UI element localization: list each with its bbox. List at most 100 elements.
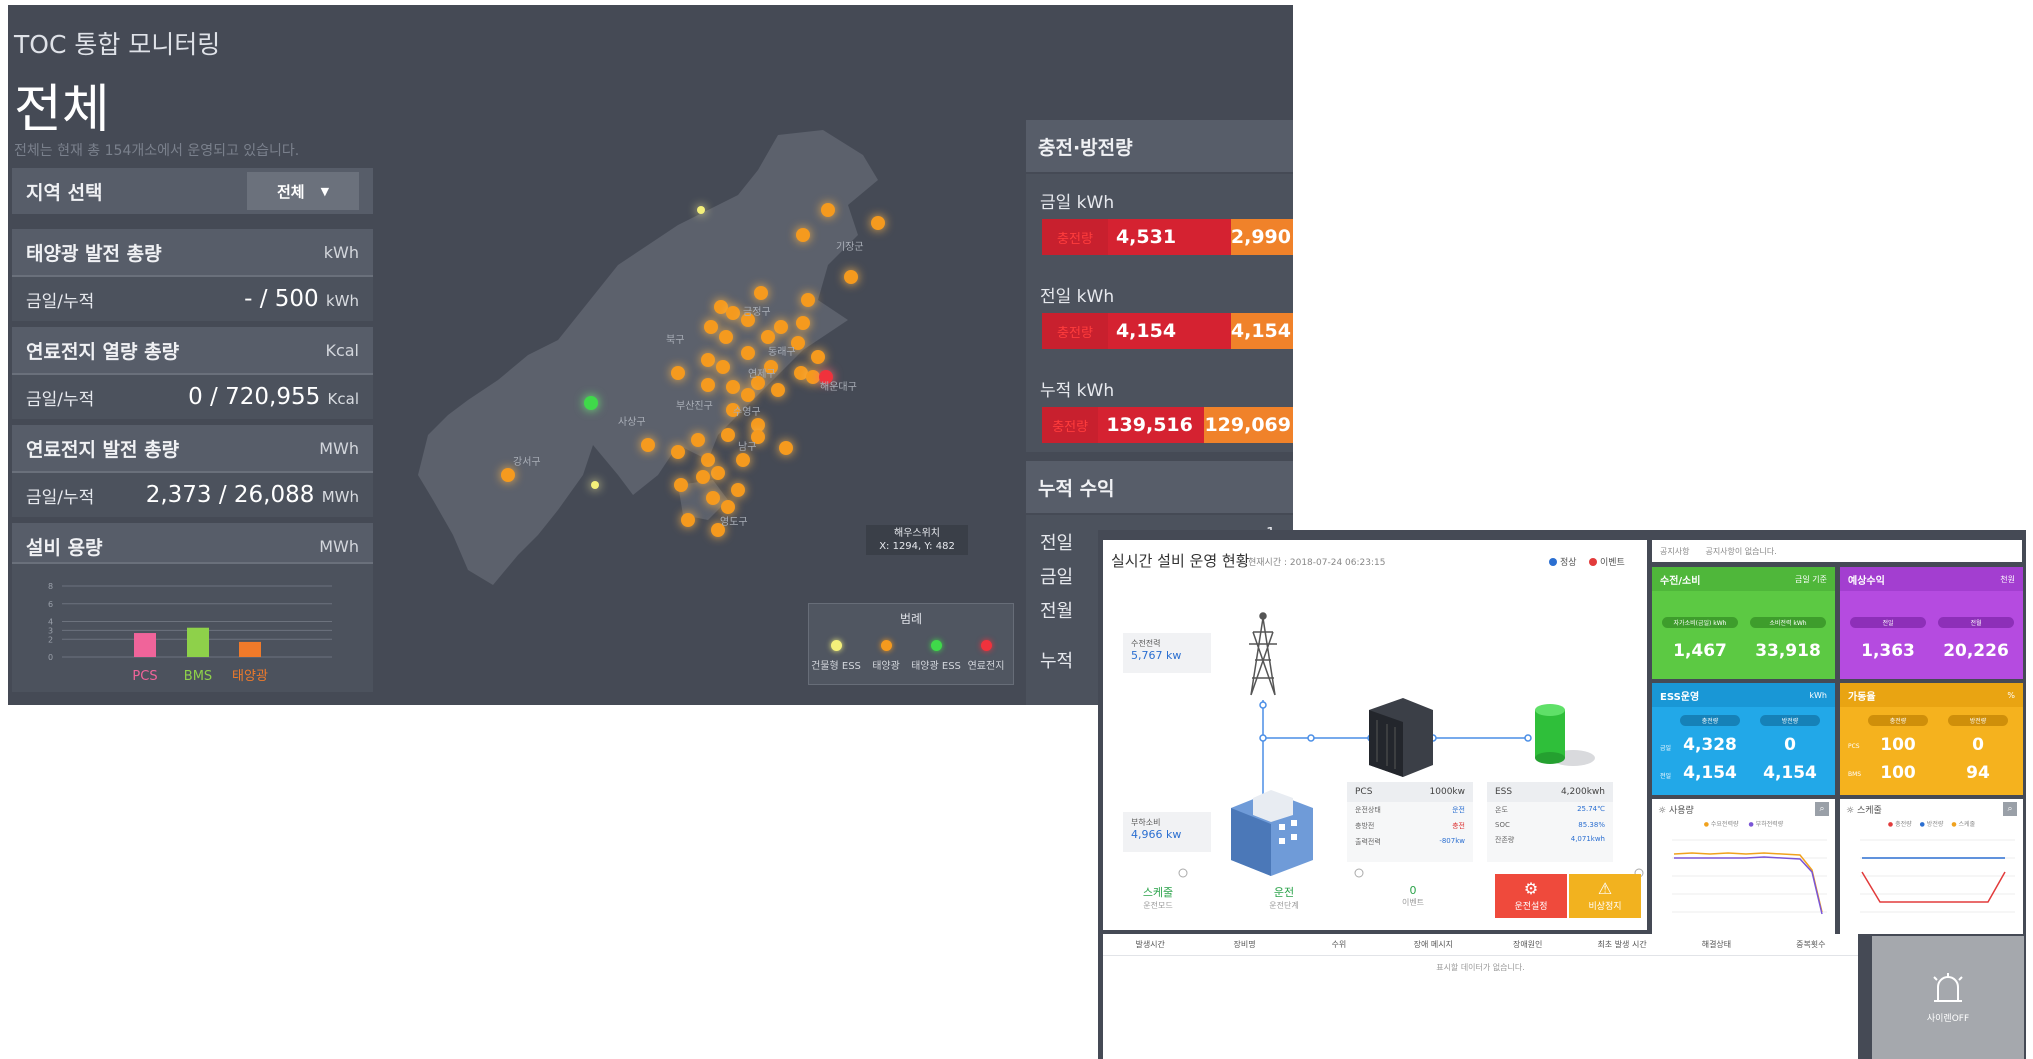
solar-site-marker[interactable] xyxy=(796,228,810,242)
solar-site-marker[interactable] xyxy=(871,216,885,230)
solar-site-marker[interactable] xyxy=(741,346,755,360)
solar-site-marker[interactable] xyxy=(726,380,740,394)
charge-tag: 충전량 xyxy=(1042,313,1108,349)
solar-site-marker[interactable] xyxy=(794,366,808,380)
solar-site-marker[interactable] xyxy=(796,316,810,330)
solar-site-marker[interactable] xyxy=(501,468,515,482)
solar-site-marker[interactable] xyxy=(704,320,718,334)
zoom-icon[interactable]: ⌕ xyxy=(1815,802,1829,816)
solar-site-marker[interactable] xyxy=(741,388,755,402)
consumption-value: 33,918 xyxy=(1755,641,1821,661)
solar-site-marker[interactable] xyxy=(721,500,735,514)
solar-site-marker[interactable] xyxy=(719,330,733,344)
district-label: 사상구 xyxy=(618,416,646,428)
solar-site-marker[interactable] xyxy=(726,403,740,417)
solar-site-marker[interactable] xyxy=(736,453,750,467)
legend-abnormal: 이벤트 xyxy=(1589,555,1625,568)
solar-site-marker[interactable] xyxy=(821,203,835,217)
zoom-icon[interactable]: ⌕ xyxy=(2003,802,2017,816)
solar-site-marker[interactable] xyxy=(711,466,725,480)
legend-item-solar: 태양광 xyxy=(861,640,911,672)
building-ess-marker[interactable] xyxy=(697,206,705,214)
solar-site-marker[interactable] xyxy=(701,353,715,367)
row-label: 금일 xyxy=(1660,745,1672,752)
solar-site-marker[interactable] xyxy=(761,330,775,344)
chart-y-tick: 8 xyxy=(48,582,53,591)
chart-category-label: PCS xyxy=(132,669,157,684)
solar-site-marker[interactable] xyxy=(771,383,785,397)
solar-site-marker[interactable] xyxy=(844,270,858,284)
solar-site-marker[interactable] xyxy=(806,370,820,384)
table-empty-message: 표시할 데이터가 없습니다. xyxy=(1436,963,1525,972)
solar-site-marker[interactable] xyxy=(671,366,685,380)
solar-ess-marker[interactable] xyxy=(584,396,598,410)
solar-site-marker[interactable] xyxy=(764,360,778,374)
tooltip-name: 해우스위치 xyxy=(894,528,940,539)
map-tooltip: 해우스위치 X: 1294, Y: 482 xyxy=(866,525,968,555)
solar-site-marker[interactable] xyxy=(714,300,728,314)
solar-site-marker[interactable] xyxy=(711,523,725,537)
revenue-prev-day: 전일 xyxy=(1040,533,1074,554)
map-island xyxy=(678,480,728,520)
solar-site-marker[interactable] xyxy=(779,441,793,455)
ess-name: ESS xyxy=(1495,787,1513,797)
solar-site-marker[interactable] xyxy=(801,293,815,307)
rate-pcs-charge: 100 xyxy=(1880,735,1916,755)
solar-site-marker[interactable] xyxy=(706,491,720,505)
fuel-power-value: 2,373 / 26,088 xyxy=(145,482,315,508)
rate-bms-charge: 100 xyxy=(1880,763,1916,783)
solar-site-marker[interactable] xyxy=(696,470,710,484)
map-legend: 범례 건물형 ESS 태양광 태양광 ESS 연료전지 xyxy=(808,603,1014,685)
building-ess-marker[interactable] xyxy=(591,481,599,489)
realtime-dashboard: 실시간 설비 운영 현황 현재시간 : 2018-07-24 06:23:15 … xyxy=(1098,530,2026,1059)
solar-site-marker[interactable] xyxy=(641,438,655,452)
status-dot-icon xyxy=(1589,558,1597,566)
solar-site-marker[interactable] xyxy=(701,378,715,392)
solar-site-marker[interactable] xyxy=(701,453,715,467)
solar-site-marker[interactable] xyxy=(726,306,740,320)
charge-total-label: 누적 kWh xyxy=(1040,381,1115,401)
discharge-today-value: 2,990 xyxy=(1230,219,1293,255)
region-dropdown[interactable]: 전체 ▼ xyxy=(247,172,359,210)
chevron-down-icon: ▼ xyxy=(320,184,330,198)
chart-y-tick: 6 xyxy=(48,600,53,609)
fuel-heat-value: 0 / 720,955 xyxy=(188,384,321,410)
chart-y-tick: 0 xyxy=(48,653,53,662)
emergency-stop-button[interactable]: ⚠비상정지 xyxy=(1569,874,1641,918)
solar-site-marker[interactable] xyxy=(681,513,695,527)
capacity-label: 설비 용량 xyxy=(26,536,103,559)
ess-battery-icon xyxy=(1535,704,1595,766)
solar-site-marker[interactable] xyxy=(674,478,688,492)
app-title: TOC 통합 모니터링 xyxy=(14,30,221,59)
solar-site-marker[interactable] xyxy=(716,360,730,374)
solar-site-marker[interactable] xyxy=(691,433,705,447)
solar-site-marker[interactable] xyxy=(721,428,735,442)
legend-title: 범례 xyxy=(899,612,923,626)
solar-site-marker[interactable] xyxy=(791,336,805,350)
solar-site-marker[interactable] xyxy=(731,483,745,497)
solar-site-marker[interactable] xyxy=(741,313,755,327)
tooltip-coord: X: 1294, Y: 482 xyxy=(879,541,955,552)
solar-site-marker[interactable] xyxy=(774,320,788,334)
solar-site-marker[interactable] xyxy=(671,445,685,459)
legend-dot-icon xyxy=(830,640,842,651)
chart-y-tick: 2 xyxy=(48,635,53,644)
usage-line-chart xyxy=(1672,839,1827,915)
connection-lines xyxy=(1262,700,1528,800)
operation-setting-button[interactable]: ⚙운전설정 xyxy=(1495,874,1567,918)
notice-bar[interactable]: 공지사항 공지사항이 없습니다. xyxy=(1652,540,2022,562)
solar-site-marker[interactable] xyxy=(754,286,768,300)
siren-toggle-button[interactable]: 사이렌OFF xyxy=(1872,936,2024,1059)
solar-site-marker[interactable] xyxy=(751,418,765,432)
capacity-header: 설비 용량 MWh xyxy=(12,523,373,569)
pill-label: 소비전력 kWh xyxy=(1750,617,1826,628)
site-markers[interactable] xyxy=(501,203,885,537)
fuel-cell-marker[interactable] xyxy=(819,370,833,384)
solar-site-marker[interactable] xyxy=(811,350,825,364)
solar-site-marker[interactable] xyxy=(751,376,765,390)
solar-site-marker[interactable] xyxy=(751,430,765,444)
